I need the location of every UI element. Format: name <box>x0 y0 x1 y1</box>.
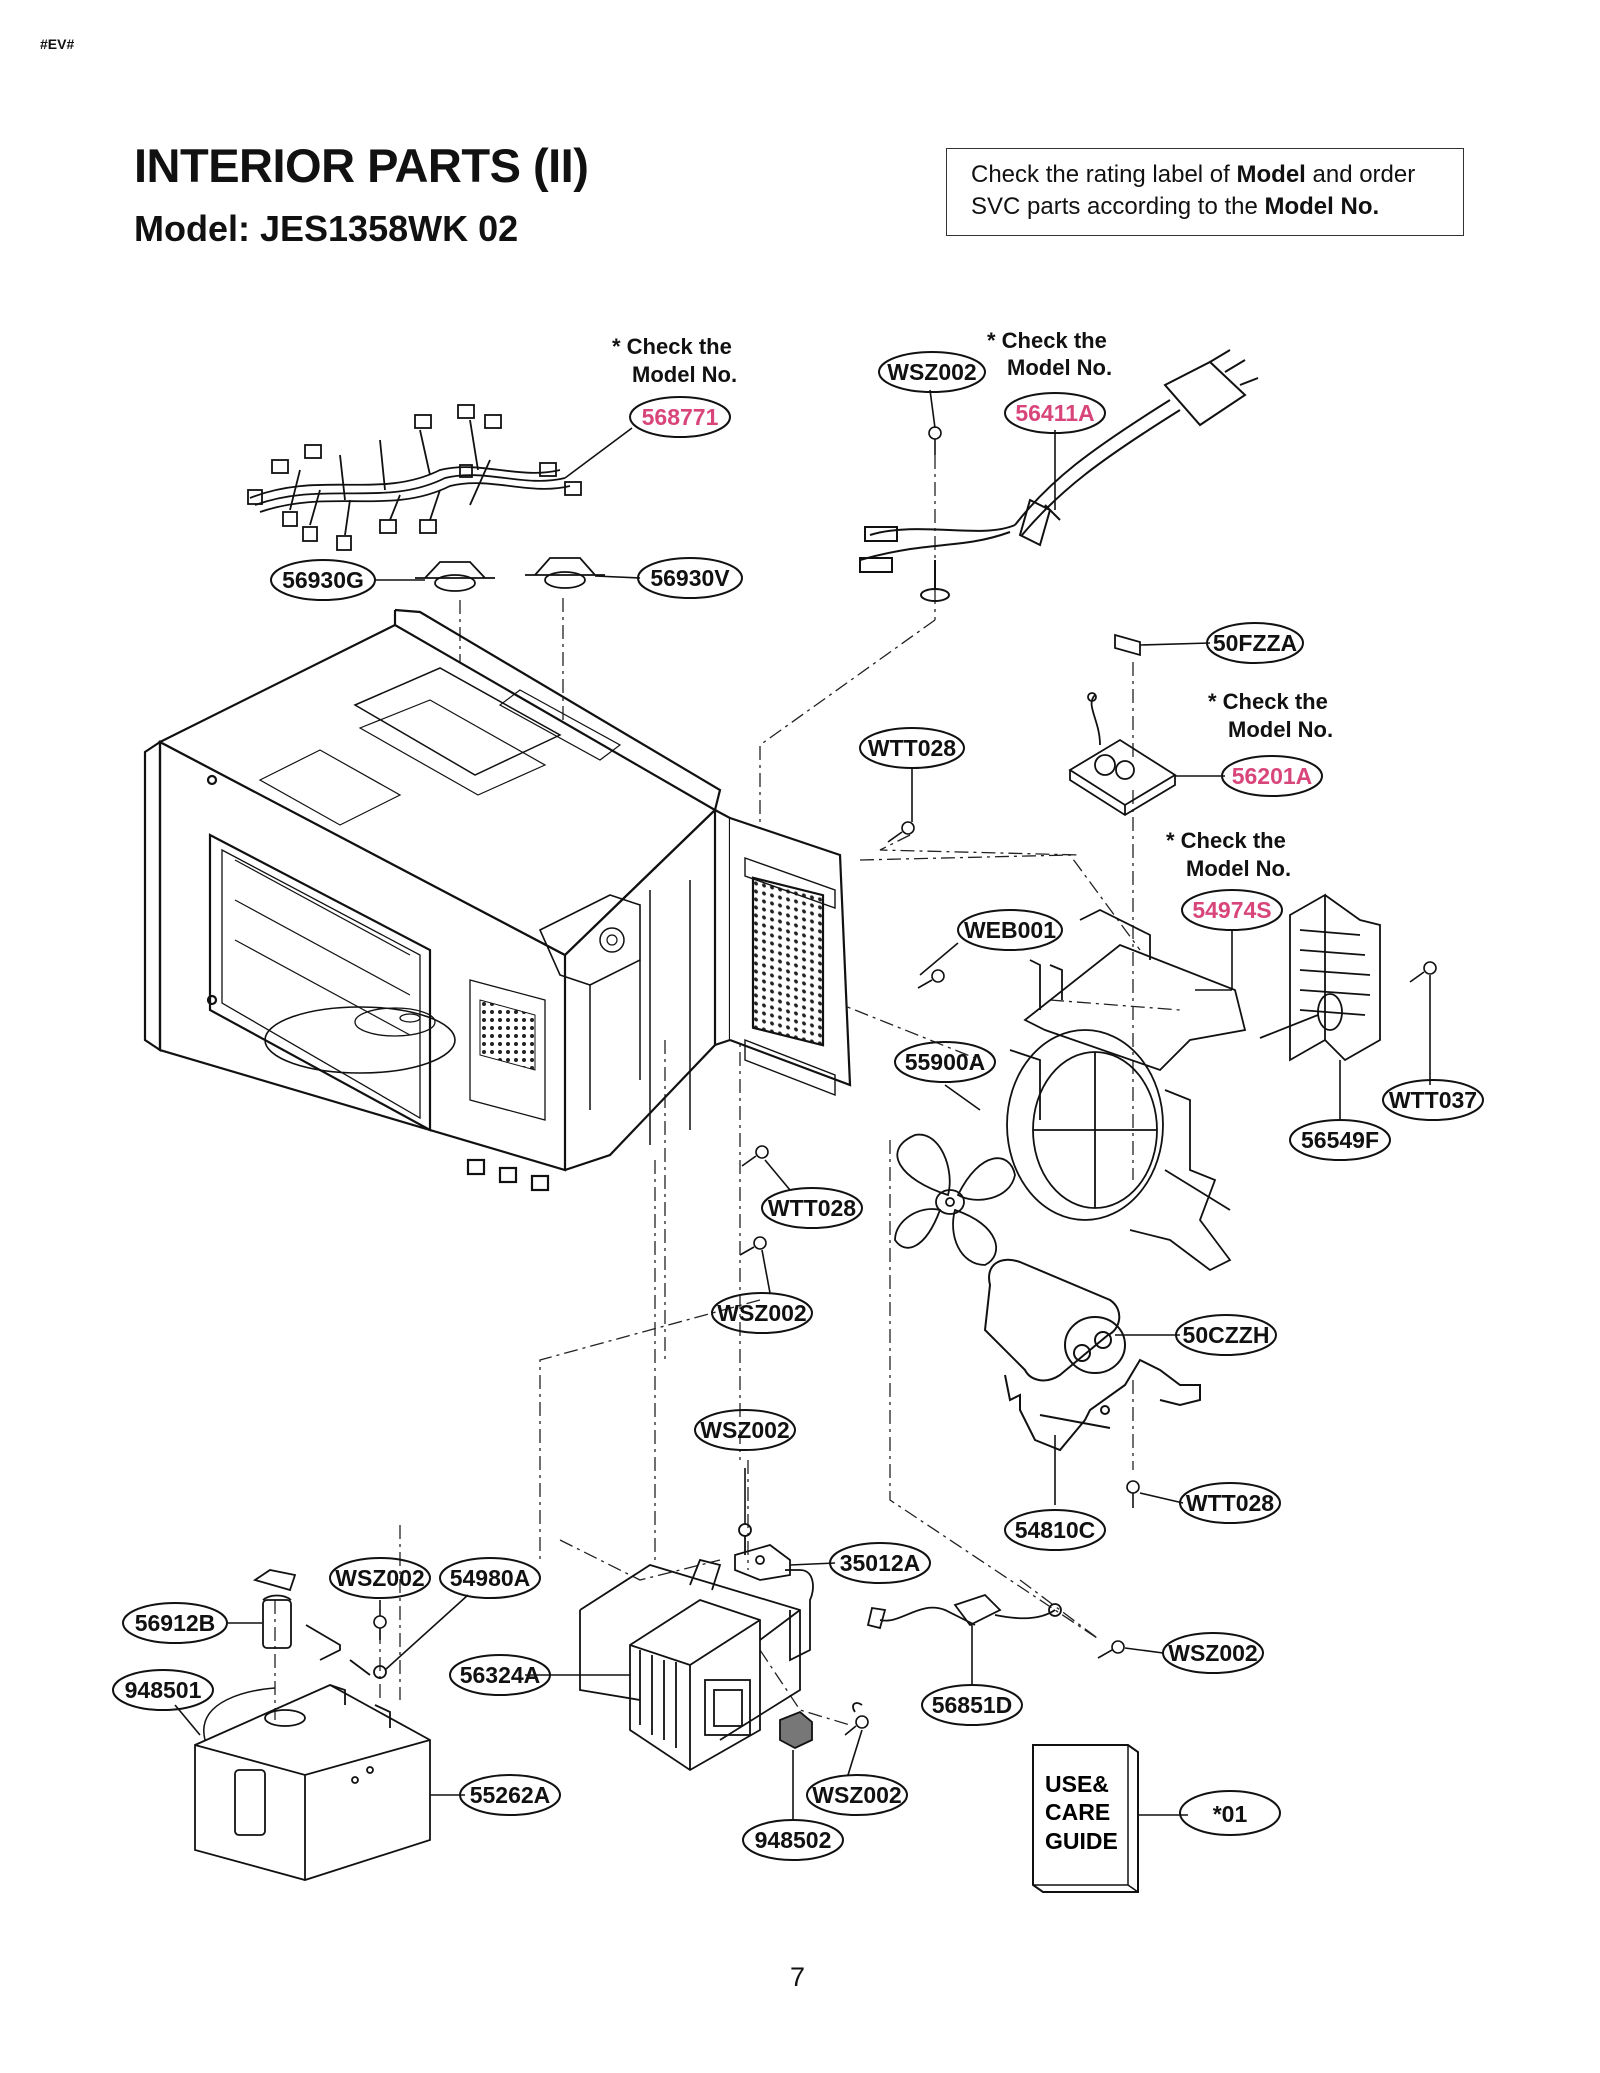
check-note-filter-line1: * Check the <box>1208 689 1328 714</box>
part-50FZZA: 50FZZA <box>1213 630 1297 656</box>
part-568771: 568771 <box>642 404 719 430</box>
part-54980A: 54980A <box>450 1565 531 1591</box>
noise-filter-drawing <box>1068 633 1177 817</box>
part-labels: 568771 56411A WSZ002 56930G 56930V 50FZZ… <box>112 351 1484 1861</box>
part-56930G: 56930G <box>282 567 364 593</box>
part-54974S: 54974S <box>1192 897 1271 923</box>
part-50CZZH: 50CZZH <box>1183 1322 1270 1348</box>
check-note-cord-line1: * Check the <box>987 328 1107 353</box>
magnetron-drawing <box>579 1523 863 1772</box>
sensor-cable-drawing <box>866 1593 1062 1630</box>
notice-text-1: Check the rating label of <box>971 161 1237 188</box>
notice-bold-1: Model <box>1236 161 1306 188</box>
part-WSZ002-top: WSZ002 <box>887 359 976 385</box>
part-56549F: 56549F <box>1301 1127 1379 1153</box>
part-WTT028-b: WTT028 <box>768 1195 856 1221</box>
fan-blade-drawing <box>894 1133 1016 1266</box>
guide-line-2: CARE <box>1045 1799 1110 1825</box>
part-01: *01 <box>1213 1801 1248 1827</box>
part-55900A: 55900A <box>905 1049 986 1075</box>
part-WTT037: WTT037 <box>1389 1087 1477 1113</box>
check-note-cord-line2: Model No. <box>1007 355 1112 380</box>
base-cover-drawing <box>194 1683 431 1881</box>
part-56201A: 56201A <box>1232 763 1313 789</box>
bracket-drawing <box>734 1544 814 1662</box>
oven-cavity-drawing <box>143 608 852 1192</box>
notice-text-3: SVC parts according to the <box>971 193 1265 220</box>
check-note-harness-line1: * Check the <box>612 334 732 359</box>
part-WSZ002-right: WSZ002 <box>1168 1640 1257 1666</box>
part-WTT028-a: WTT028 <box>868 735 956 761</box>
use-care-guide-book: USE& CARE GUIDE <box>1032 1744 1139 1893</box>
corner-tag: #EV# <box>40 36 75 52</box>
part-WSZ002-left: WSZ002 <box>335 1565 424 1591</box>
wire-harness-drawing <box>247 404 605 592</box>
part-948501: 948501 <box>125 1677 202 1703</box>
model-subtitle: Model: JES1358WK 02 <box>134 208 519 249</box>
notice-bold-2: Model No. <box>1264 193 1380 220</box>
check-note-filter-line2: Model No. <box>1228 717 1333 742</box>
model-notice-box: Check the rating label of Model and orde… <box>946 148 1464 236</box>
part-56930V: 56930V <box>650 565 730 591</box>
fan-motor-drawing <box>1259 893 1381 1062</box>
part-56411A: 56411A <box>1015 400 1094 426</box>
guide-line-1: USE& <box>1045 1771 1109 1797</box>
check-note-duct-line2: Model No. <box>1186 856 1291 881</box>
notice-text-2: and order <box>1305 161 1416 188</box>
part-56324A: 56324A <box>460 1662 541 1688</box>
lamp-socket-drawing <box>252 1569 387 1679</box>
capacitor-drawing <box>983 1258 1201 1452</box>
part-WTT028-c: WTT028 <box>1186 1490 1274 1516</box>
part-948502: 948502 <box>755 1827 832 1853</box>
check-note-duct-line1: * Check the <box>1166 828 1286 853</box>
fan-duct-drawing <box>1006 908 1247 1272</box>
page-number: 7 <box>790 1962 806 1992</box>
page-title: INTERIOR PARTS (II) <box>134 139 589 192</box>
check-note-harness-line2: Model No. <box>632 362 737 387</box>
part-54810C: 54810C <box>1015 1517 1096 1543</box>
guide-line-3: GUIDE <box>1045 1828 1118 1854</box>
check-model-notes: * Check the Model No. * Check the Model … <box>612 328 1333 881</box>
part-WSZ002-mid: WSZ002 <box>717 1300 806 1326</box>
part-55262A: 55262A <box>470 1782 551 1808</box>
part-56912B: 56912B <box>135 1610 216 1636</box>
part-WSZ002-c: WSZ002 <box>700 1417 789 1443</box>
power-cord-drawing <box>859 349 1259 602</box>
part-56851D: 56851D <box>932 1692 1013 1718</box>
part-35012A: 35012A <box>840 1550 921 1576</box>
part-WEB001: WEB001 <box>964 917 1056 943</box>
part-WSZ002-bottom: WSZ002 <box>812 1782 901 1808</box>
